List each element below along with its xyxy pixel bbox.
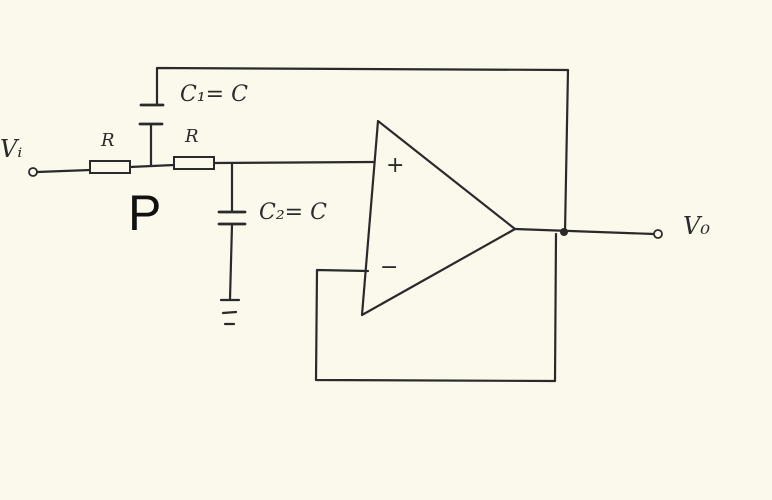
ground-line-2 (221, 310, 238, 315)
opamp-triangle (360, 119, 517, 317)
output-wire (513, 227, 656, 236)
output-terminal (653, 229, 663, 239)
opamp-plus-sign: + (386, 153, 405, 178)
resistor-2 (173, 156, 215, 170)
input-wire (35, 168, 92, 174)
feedback-loop-bottom (314, 232, 558, 383)
resistor-2-label: R (185, 126, 199, 147)
output-label: V₀ (683, 212, 710, 240)
opamp-minus-sign: − (380, 255, 399, 280)
capacitor-1-label: C₁= C (180, 82, 248, 107)
resistor-1-label: R (101, 130, 115, 151)
input-label: Vᵢ (0, 135, 23, 163)
input-terminal (28, 167, 38, 177)
c2-lower-lead (228, 223, 234, 301)
feedback-loop-top (155, 66, 570, 234)
noninverting-wire (212, 160, 375, 165)
resistor-1 (89, 160, 131, 174)
capacitor-2-label: C₂= C (259, 200, 327, 225)
output-junction (560, 228, 568, 236)
node-p-label: P (128, 185, 162, 241)
